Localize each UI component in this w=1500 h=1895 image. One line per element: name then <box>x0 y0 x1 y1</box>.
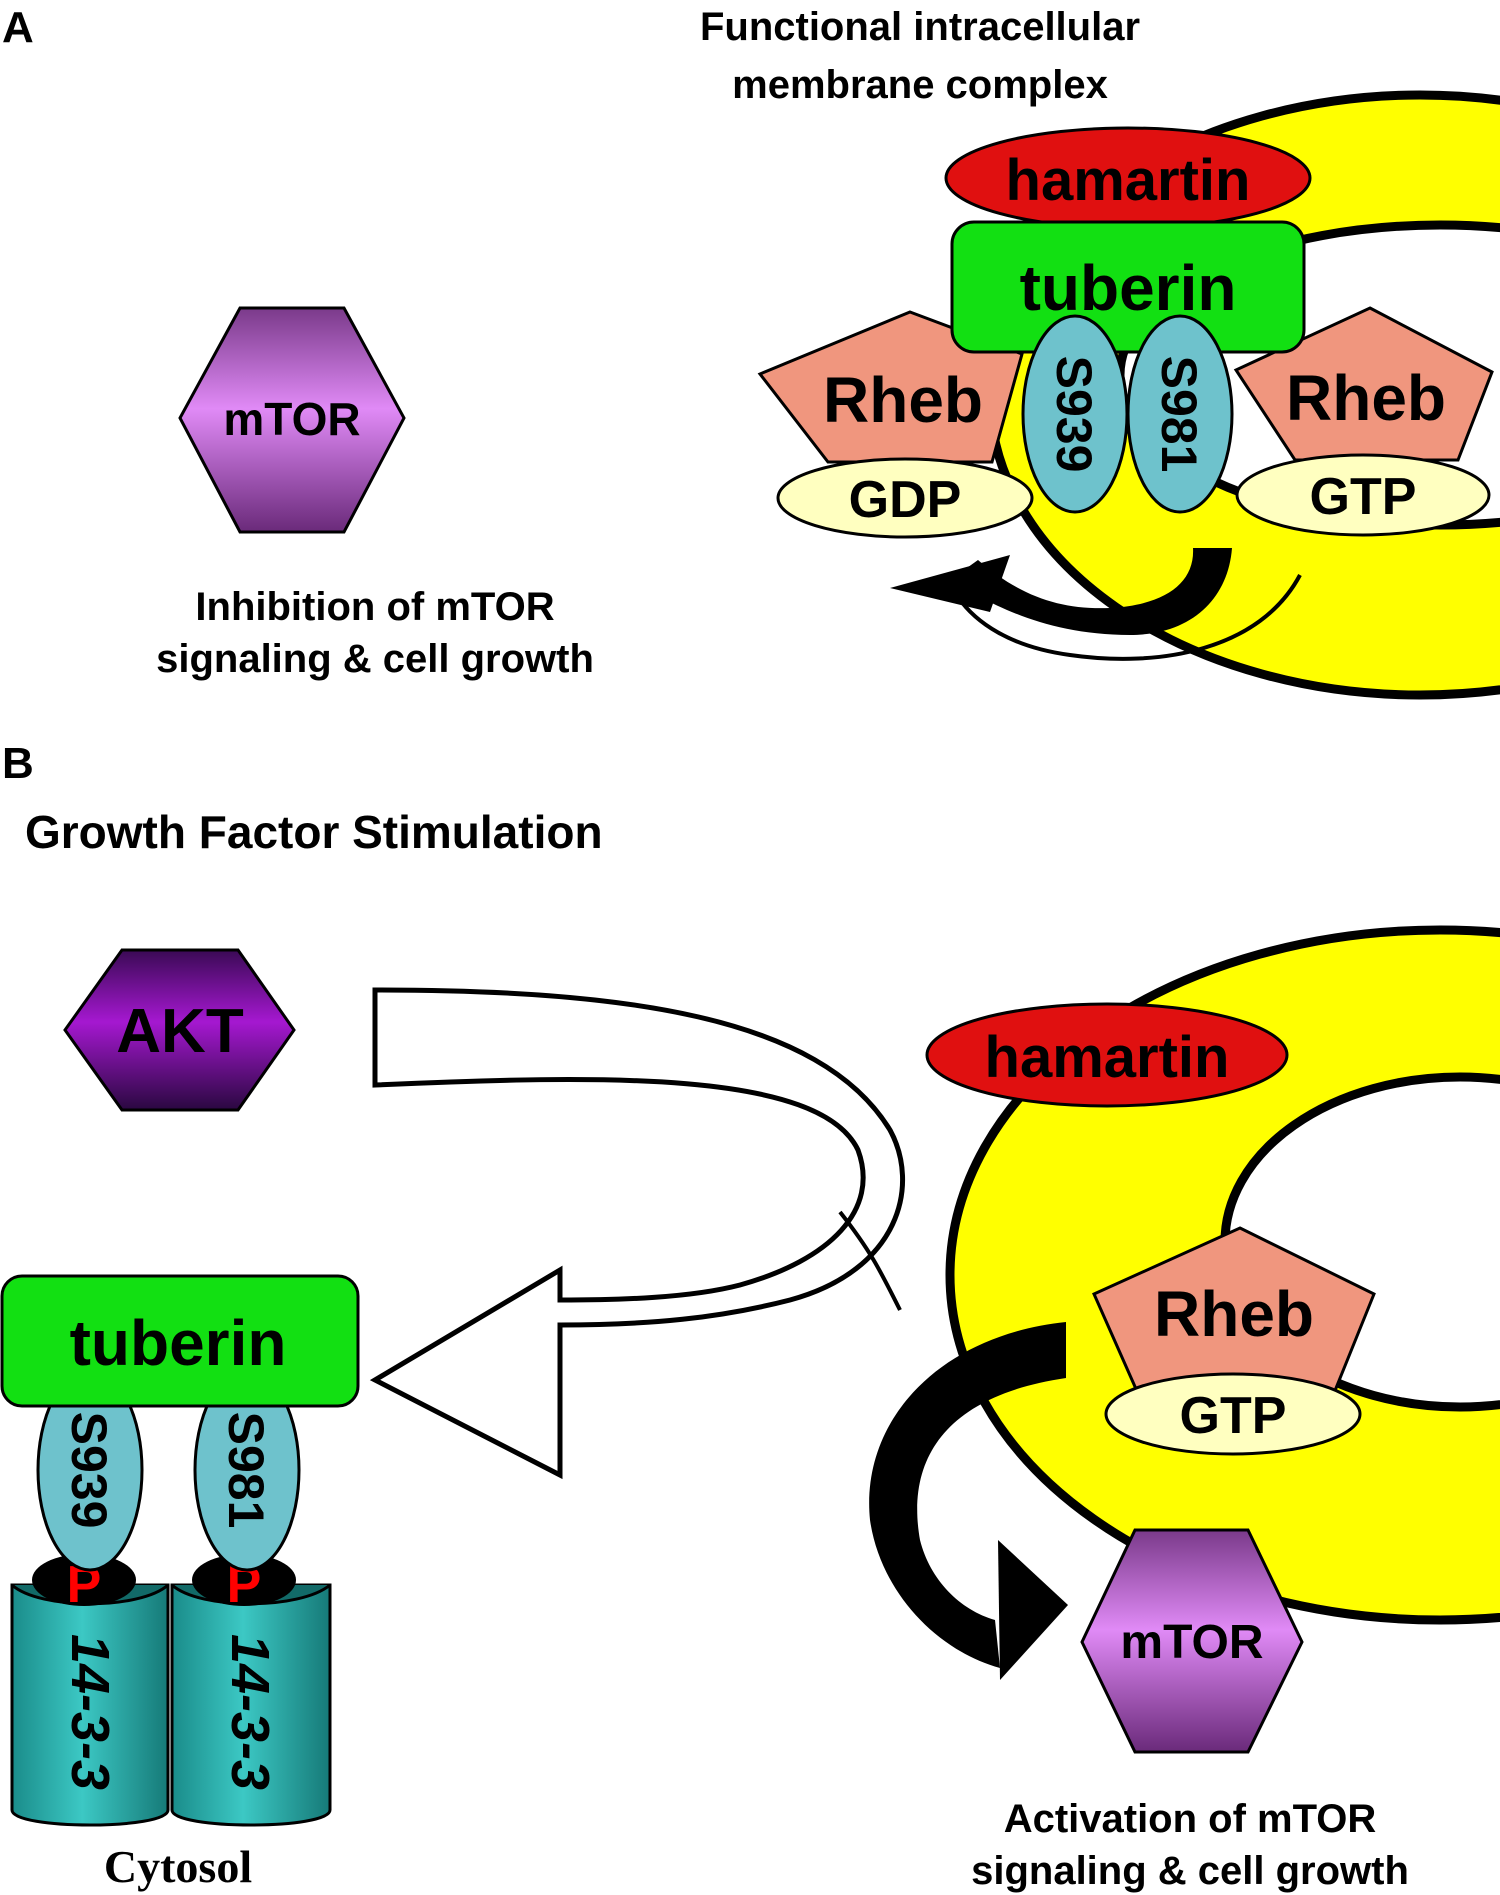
s981-label-a: S981 <box>1151 356 1207 473</box>
hamartin-label-a: hamartin <box>1006 148 1251 213</box>
protein-14-3-3-left: 14-3-3 <box>10 1583 170 1827</box>
panel-b: B Growth Factor Stimulation hamartin Rhe… <box>0 739 1500 1893</box>
panel-a-title-line1: Functional intracellular <box>700 5 1140 49</box>
s981-label-b: S981 <box>218 1412 274 1529</box>
inhibition-caption-line1: Inhibition of mTOR <box>195 585 554 629</box>
serine-s981-b: S981 <box>193 1368 301 1572</box>
rheb-gtp-group-b: Rheb GTP <box>1092 1226 1376 1456</box>
inhibition-caption-line2: signaling & cell growth <box>156 637 594 681</box>
tuberin-label-a: tuberin <box>1020 252 1237 324</box>
hamartin-a: hamartin <box>944 126 1312 230</box>
gap-arrow-a <box>890 548 1302 661</box>
rheb-gtp-group-a: Rheb GTP <box>1233 306 1494 537</box>
rheb-label-a-right: Rheb <box>1286 362 1446 434</box>
tuberin-a: tuberin <box>950 220 1306 354</box>
activation-arrow-b <box>869 1322 1068 1680</box>
mtor-label-a: mTOR <box>223 393 360 445</box>
panel-b-title: Growth Factor Stimulation <box>25 806 603 858</box>
tuberin-label-b: tuberin <box>70 1307 287 1379</box>
s939-label-b: S939 <box>61 1412 117 1529</box>
panel-a-title-line2: membrane complex <box>732 63 1108 107</box>
activation-caption-line2: signaling & cell growth <box>971 1849 1409 1893</box>
hamartin-b: hamartin <box>925 1002 1289 1108</box>
serine-s981-a: S981 <box>1126 314 1234 514</box>
cytosol-label: Cytosol <box>104 1841 252 1892</box>
akt-hexagon: AKT <box>63 948 296 1112</box>
panel-b-label: B <box>2 739 34 788</box>
panel-a: A Functional intracellular membrane comp… <box>2 3 1500 700</box>
gtp-label-a: GTP <box>1310 468 1417 526</box>
protein-14-3-3-right: 14-3-3 <box>170 1583 332 1827</box>
rheb-label-a-left: Rheb <box>823 364 983 436</box>
protein-1433-label-right: 14-3-3 <box>220 1634 280 1790</box>
protein-1433-label-left: 14-3-3 <box>60 1634 120 1790</box>
tuberin-b: tuberin <box>0 1274 360 1408</box>
activation-caption-line1: Activation of mTOR <box>1004 1797 1377 1841</box>
gdp-label-a: GDP <box>849 471 962 529</box>
phosphorylation-arrow-b <box>369 987 905 1480</box>
gtp-label-b: GTP <box>1180 1387 1287 1445</box>
hamartin-label-b: hamartin <box>985 1025 1230 1090</box>
akt-label: AKT <box>116 997 244 1066</box>
rheb-label-b: Rheb <box>1154 1278 1314 1350</box>
mtor-hexagon-a: mTOR <box>178 306 406 534</box>
s939-label-a: S939 <box>1046 356 1102 473</box>
serine-s939-a: S939 <box>1021 314 1129 514</box>
mtor-label-b: mTOR <box>1120 1616 1263 1669</box>
mtor-hexagon-b: mTOR <box>1080 1528 1304 1754</box>
panel-a-label: A <box>2 3 34 52</box>
serine-s939-b: S939 <box>36 1368 144 1572</box>
